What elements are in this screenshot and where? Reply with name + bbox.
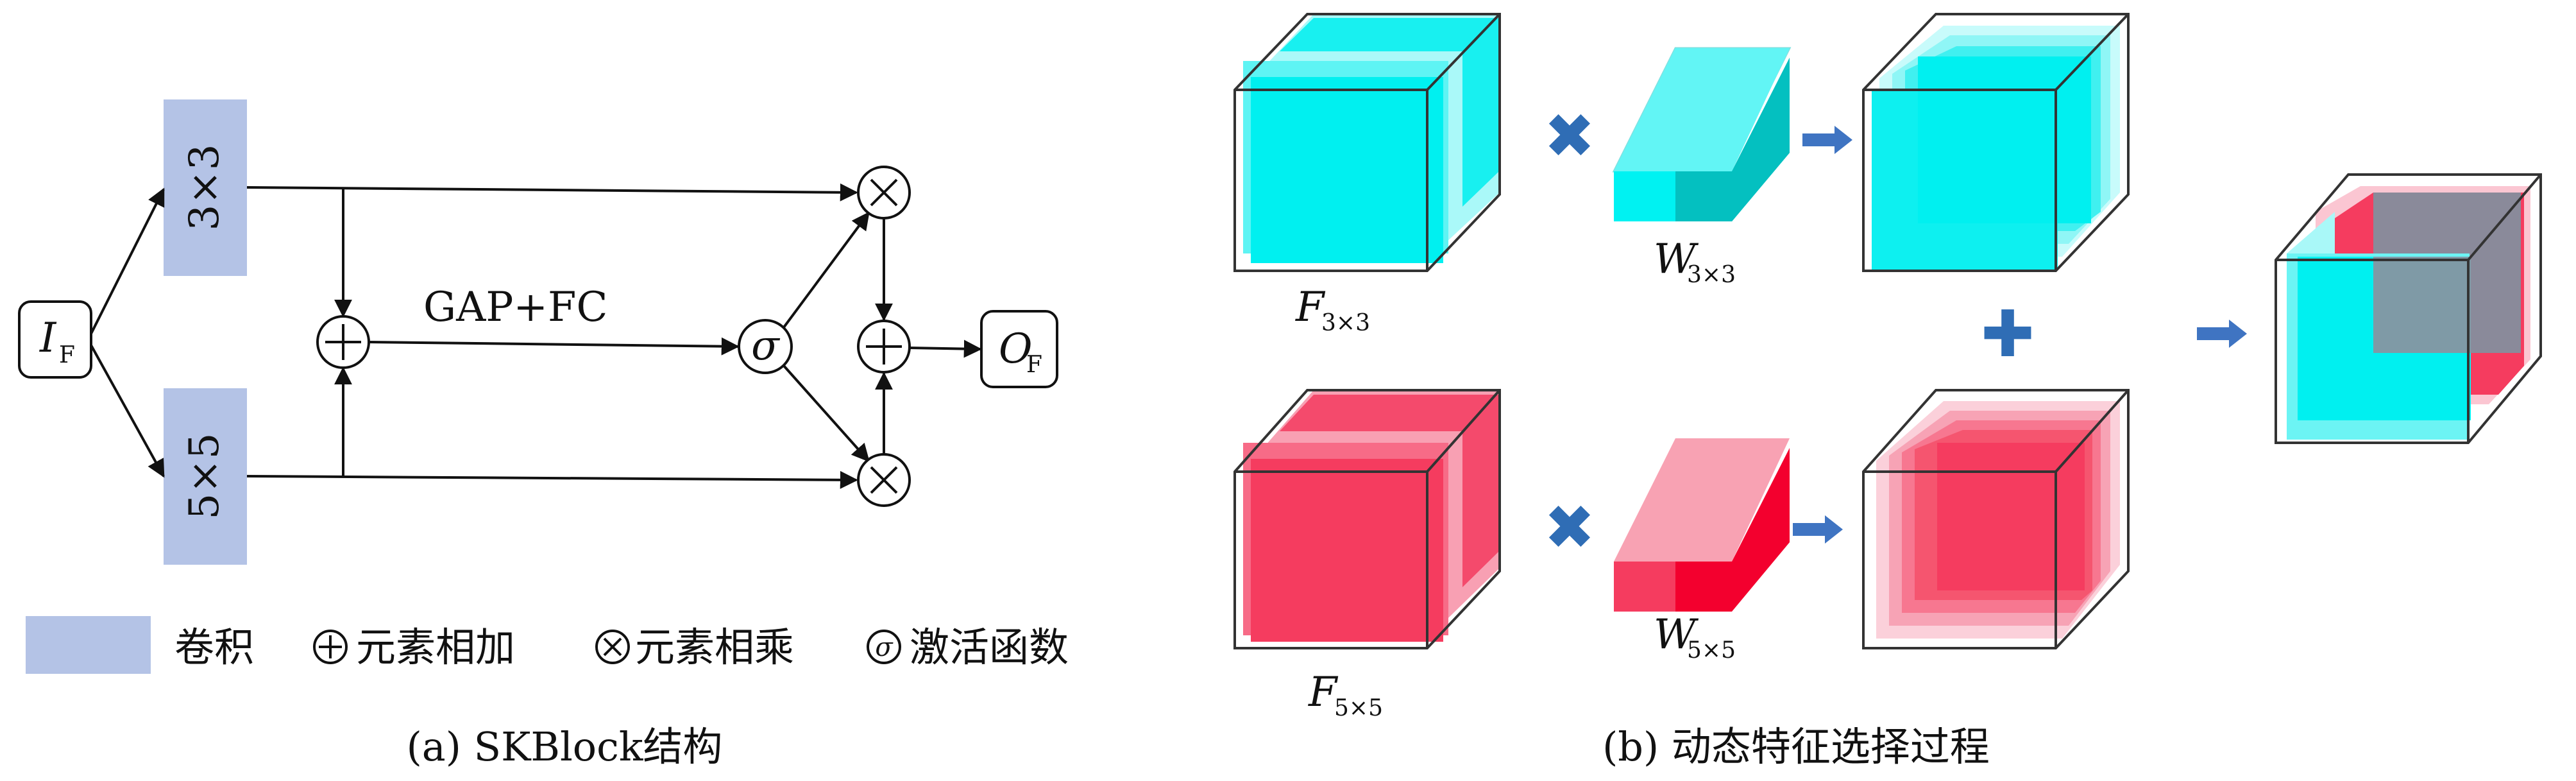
add-op: ✚ [1981,296,2035,372]
multiply-op-bottom: ✖ [1544,492,1595,563]
f5x5-label: F [1308,669,1339,716]
legend-sigma-glyph: σ [875,633,894,662]
f3x3-sub: 3×3 [1321,310,1370,336]
edge-input-conv5 [90,345,165,478]
arrow-final [2197,320,2247,348]
input-sub: F [59,342,75,368]
legend-multiply-text: 元素相乘 [635,624,794,671]
gap-fc-label: GAP+FC [423,284,607,331]
arrow-bottom [1793,515,1843,544]
weight-bar-w3x3 [1612,47,1792,221]
w3x3-label: W [1654,236,1699,283]
caption-a: (a) SKBlock结构 [407,723,723,770]
output-sub: F [1026,352,1042,378]
legend-activation-text: 激活函数 [910,624,1069,671]
edge-sum-output [909,339,982,358]
arrow-top [1802,126,1852,154]
edge-input-conv3 [90,187,165,334]
legend-add-text: 元素相加 [356,624,515,671]
cube-weighted-3x3 [1862,13,2130,272]
mult-bottom-x2 [870,466,898,494]
cube-f5x5 [1233,389,1501,649]
panel-a: 3×3 5×5 I F O F GAP+FC σ [18,99,1058,565]
weight-bar-w5x5 [1614,438,1790,612]
mult-top-x2 [870,178,898,207]
w5x5-sub: 5×5 [1687,637,1736,664]
multiply-op-top: ✖ [1544,100,1595,172]
legend-activation-icon [867,630,901,664]
cube-weighted-5x5 [1862,389,2130,649]
output-label: O [999,325,1032,373]
panel-b: F 3×3 ✖ W 3×3 [1233,13,2542,721]
conv-5x5-label: 5×5 [181,433,228,519]
legend-conv-text: 卷积 [174,624,254,671]
conv-block-5x5 [164,388,247,565]
legend-conv-swatch [26,616,151,674]
edge-add-sigma [368,337,740,356]
caption-b: (b) 动态特征选择过程 [1602,723,1990,770]
conv-block-3x3 [164,99,247,276]
w5x5-label: W [1654,611,1699,658]
sigma-label: σ [751,322,781,370]
input-label: I [39,314,57,362]
edge-sigma-mult-top [783,211,870,329]
conv-3x3-label: 3×3 [181,144,228,230]
legend: 卷积 元素相加 元素相乘 σ 激活函数 [26,616,1069,674]
sigma-node [738,319,793,374]
edge-conv3-mult-top [246,183,858,202]
f3x3-label: F [1295,284,1326,331]
f5x5-sub: 5×5 [1334,695,1383,721]
cube-f3x3 [1233,13,1501,272]
legend-mult-x2 [603,637,622,657]
input-node [18,300,92,379]
edge-conv5-mult-bottom [246,470,858,489]
w3x3-sub: 3×3 [1687,262,1736,288]
edge-sigma-mult-bottom [783,365,870,463]
cube-fused [2275,173,2542,444]
